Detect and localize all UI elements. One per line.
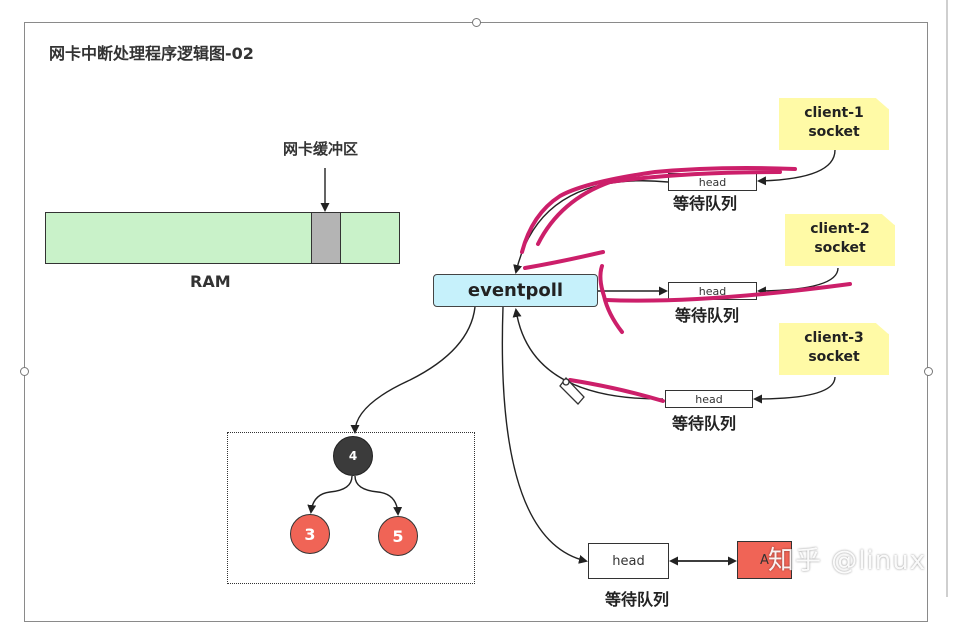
- connector-layer: [307, 149, 852, 566]
- client-1-note: client-1 socket: [779, 98, 889, 150]
- annotation-stroke-2: [536, 170, 782, 246]
- queue-3-label: 等待队列: [672, 414, 737, 433]
- queue-2-label: 等待队列: [675, 306, 740, 325]
- client-3-arrow: [753, 376, 836, 404]
- queue-1-label: 等待队列: [673, 194, 738, 213]
- ready-list-item: A: [737, 541, 792, 579]
- queue-2-head: head: [668, 282, 757, 300]
- queue-3-to-eventpoll: [512, 308, 664, 400]
- pin-icon: [559, 376, 585, 405]
- client-1-arrow: [757, 149, 836, 186]
- diagram-title: 网卡中断处理程序逻辑图-02: [49, 44, 254, 63]
- client-2-name: client-2: [810, 221, 870, 237]
- resize-handle-left[interactable]: [20, 367, 29, 376]
- client-3-type: socket: [808, 349, 860, 365]
- nic-buffer-block: [311, 212, 341, 264]
- queue-1-to-eventpoll: [513, 180, 669, 274]
- eventpoll-to-tree: [350, 306, 476, 434]
- queue-3-head: head: [665, 390, 753, 408]
- client-1-type: socket: [808, 124, 860, 140]
- client-3-name: client-3: [804, 330, 864, 346]
- client-2-note: client-2 socket: [785, 214, 895, 266]
- queue-1-head: head: [668, 173, 757, 191]
- eventpoll-box: eventpoll: [433, 274, 598, 307]
- client-2-arrow: [757, 267, 839, 296]
- tree-right-node: 5: [378, 516, 418, 556]
- client-1-name: client-1: [804, 105, 864, 121]
- annotation-stroke-5: [604, 282, 852, 303]
- annotation-stroke-3: [523, 250, 605, 270]
- ready-list-head: head: [588, 543, 669, 579]
- tree-root-node: 4: [333, 436, 373, 476]
- resize-handle-right[interactable]: [924, 367, 933, 376]
- annotation-stroke-1: [520, 166, 797, 254]
- client-3-note: client-3 socket: [779, 323, 889, 375]
- tree-edge-right: [354, 475, 403, 516]
- scrollbar-track[interactable]: [946, 0, 948, 597]
- watermark: 知乎 @linux: [768, 546, 927, 576]
- buffer-label: 网卡缓冲区: [283, 140, 359, 158]
- client-2-type: socket: [814, 240, 866, 256]
- tree-left-node: 3: [290, 514, 330, 554]
- resize-handle-top[interactable]: [472, 18, 481, 27]
- eventpoll-to-ready-list: [501, 306, 588, 564]
- annotation-stroke-6: [568, 378, 665, 403]
- ram-label: RAM: [190, 272, 231, 291]
- annotation-stroke-4: [598, 264, 624, 334]
- tree-edge-left: [307, 475, 353, 514]
